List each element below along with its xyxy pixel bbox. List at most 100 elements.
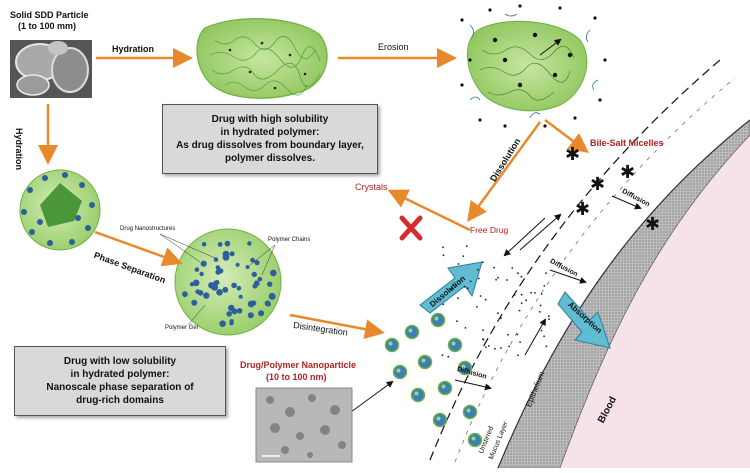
free-drug-dot	[520, 275, 523, 278]
drug-nanostructure-dot	[238, 294, 243, 299]
free-drug-dot	[497, 276, 499, 279]
drug-nanostructure-dot	[199, 271, 204, 277]
drug-nanostructure-dot	[213, 280, 219, 286]
free-drug-dot	[518, 309, 521, 312]
free-drug-dot	[500, 347, 502, 349]
free-drug-dot	[487, 345, 490, 347]
free-drug-dot	[516, 333, 519, 336]
svg-text:✱: ✱	[575, 199, 590, 220]
free-drug-dot	[538, 311, 541, 313]
free-drug-dot	[477, 268, 479, 271]
nanoparticle	[462, 404, 478, 420]
free-drug-dot	[519, 341, 521, 343]
low-solubility-line-1: Drug with low solubility	[63, 356, 177, 367]
free-drug-dot	[545, 345, 548, 348]
free-drug-dot	[477, 277, 480, 280]
dissolution-arrow-shape	[419, 261, 483, 314]
arrow-phase-separation	[94, 230, 183, 267]
drug-nanostructure-dot	[191, 299, 198, 306]
label-nanoparticle-title: Drug/Polymer Nanoparticle	[240, 360, 357, 370]
svg-text:✱: ✱	[645, 214, 660, 235]
nanoparticle	[430, 312, 446, 328]
free-drug-dot	[525, 299, 527, 302]
low-solubility-line-4: drug-rich domains	[76, 395, 164, 406]
drug-nanostructure-dot	[247, 312, 254, 319]
drug-nanostructure-dot	[266, 301, 271, 307]
drug-nanostructure-dot	[235, 262, 240, 267]
free-drug-dot	[495, 278, 497, 281]
drug-nanostructure-dot	[222, 286, 229, 293]
free-drug-dot	[508, 345, 510, 348]
free-drug-dot	[482, 338, 484, 340]
free-drug-dot	[517, 272, 519, 275]
free-drug-dot	[543, 335, 545, 338]
free-drug-dot	[540, 293, 543, 295]
drug-nanostructure-dot	[222, 250, 230, 258]
label-drug-nanostructures: Drug Nanostructures	[120, 226, 176, 232]
sdd-size: (1 to 100 mm)	[18, 21, 77, 31]
free-drug-dot	[458, 280, 461, 283]
drug-nanostructure-dot	[182, 291, 188, 298]
sdd-title: Solid SDD Particle	[10, 10, 89, 20]
mucus-dashed-line-2	[454, 77, 736, 463]
free-drug-dot	[530, 291, 533, 294]
label-hydration-left: Hydration	[14, 128, 24, 171]
free-drug-dot	[464, 327, 467, 329]
free-drug-dot	[548, 315, 550, 318]
label-polymer-chains: Polymer Chains	[268, 237, 311, 243]
phase-separated-sphere	[174, 228, 282, 336]
label-polymer-gel: Polymer Gel	[165, 325, 199, 331]
drug-nanostructure-dot	[201, 241, 207, 247]
free-drug-dot	[540, 329, 543, 332]
drug-nanostructure-dot	[231, 282, 237, 289]
drug-nanostructure-dot	[219, 320, 226, 328]
free-drug-dot	[548, 318, 550, 320]
drug-nanostructure-dot	[197, 290, 204, 296]
eroding-polymer-blob	[460, 4, 607, 128]
free-drug-dot	[450, 287, 453, 290]
free-drug-dot	[457, 297, 459, 300]
drug-nanostructure-dot	[224, 240, 231, 247]
high-solubility-line-3: As drug dissolves from boundary layer,	[176, 140, 364, 151]
drug-nanostructure-dot	[216, 289, 223, 296]
free-drug-dot	[520, 302, 523, 305]
blood-region	[560, 135, 750, 468]
nanoparticle-spheres	[384, 312, 483, 448]
high-solubility-box: Drug with high solubility in hydrated po…	[162, 104, 378, 174]
phase-separating-particle	[19, 169, 101, 251]
svg-text:✱: ✱	[590, 174, 605, 195]
arrow-crystals	[387, 189, 471, 232]
drug-nanostructure-dot	[250, 257, 256, 263]
label-crystals: Crystals	[355, 182, 388, 192]
free-drug-dot	[545, 272, 547, 274]
drug-nanostructure-dot	[254, 260, 260, 266]
svg-text:✱: ✱	[620, 162, 635, 183]
free-drug-dot	[469, 280, 472, 283]
drug-nanostructure-dot	[258, 310, 265, 317]
free-drug-dot	[485, 346, 487, 349]
drug-nanostructure-dot	[194, 267, 200, 272]
free-drug-dot	[479, 295, 482, 297]
free-drug-dot	[534, 292, 536, 294]
nanoparticle	[384, 337, 400, 353]
free-drug-dot	[497, 312, 499, 315]
free-drug-dot	[481, 261, 484, 263]
drug-nanostructure-dot	[192, 279, 200, 287]
svg-text:✱: ✱	[565, 144, 580, 165]
drug-nanostructure-dot	[251, 300, 257, 306]
free-drug-dot	[520, 293, 523, 296]
free-drug-dot	[442, 246, 444, 249]
bile-salt-micelles: ✱✱✱✱✱	[565, 144, 660, 235]
label-erosion: Erosion	[378, 42, 409, 52]
drug-nanostructure-dot	[203, 292, 210, 299]
low-solubility-box: Drug with low solubility in hydrated pol…	[14, 346, 226, 416]
free-drug-dot	[456, 320, 458, 323]
free-drug-dot	[441, 354, 444, 356]
free-drug-dots	[441, 245, 550, 358]
free-drug-dot	[494, 347, 496, 350]
nanoparticle-tem-image	[255, 387, 353, 463]
free-drug-dot	[462, 255, 465, 257]
drug-nanostructure-dot	[253, 280, 260, 287]
free-drug-dot	[463, 285, 466, 288]
label-free-drug: Free Drug	[470, 225, 509, 235]
